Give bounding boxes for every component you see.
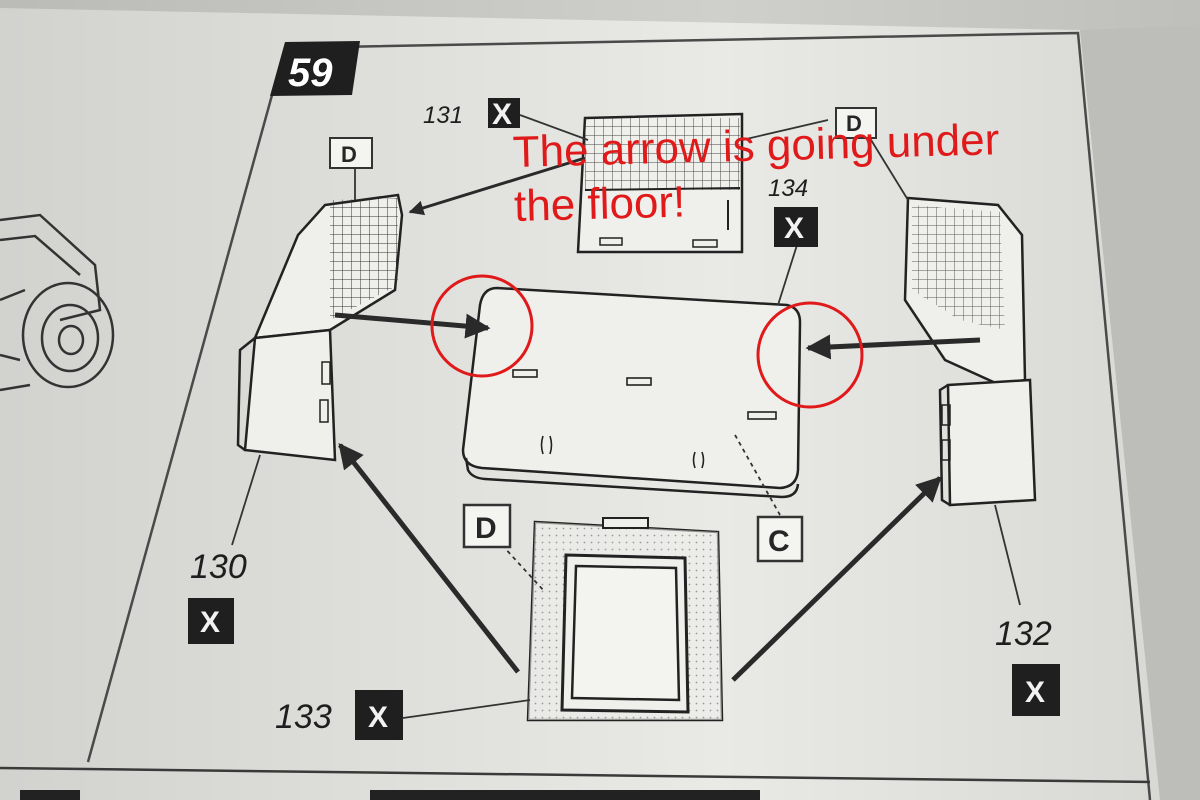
sprue-ref-floor: C	[756, 515, 804, 563]
svg-text:D: D	[341, 142, 357, 167]
back-wall-part	[576, 112, 744, 254]
svg-text:X: X	[1025, 676, 1045, 709]
arrow-door-to-left-wall	[338, 443, 520, 674]
svg-text:X: X	[200, 606, 220, 639]
svg-text:130: 130	[190, 548, 247, 586]
annotation-text: The arrow is going under the floor!	[512, 113, 1001, 234]
truck-fragment	[0, 213, 115, 392]
svg-text:X: X	[492, 98, 512, 131]
svg-text:C: C	[768, 525, 790, 558]
sprue-ref-left-wall: D	[329, 137, 373, 169]
right-wall-part	[903, 196, 1037, 507]
svg-text:D: D	[846, 111, 862, 136]
svg-text:X: X	[368, 701, 388, 734]
callout-part-134: 134 X	[768, 175, 818, 247]
callout-part-132: 132 X	[995, 615, 1060, 716]
assembly-arrows	[334, 156, 981, 682]
svg-text:D: D	[475, 512, 497, 545]
left-wall-part	[236, 193, 404, 462]
step-frame	[86, 31, 1152, 800]
svg-text:131: 131	[423, 102, 463, 129]
callout-part-131: 131 X	[423, 98, 520, 131]
leader-lines	[231, 114, 1021, 719]
annotation-circle-left	[430, 274, 534, 378]
svg-text:134: 134	[768, 175, 808, 202]
annotation-circles	[430, 274, 864, 409]
arrow-back-to-left	[408, 156, 586, 216]
sprue-ref-back-wall: D	[835, 107, 877, 139]
door-part	[526, 517, 724, 722]
step-number: 59	[288, 51, 333, 95]
callout-part-133: 133 X	[275, 690, 403, 740]
arrow-door-to-right-wall	[731, 476, 942, 682]
floor-part	[461, 286, 802, 499]
svg-text:132: 132	[995, 615, 1052, 653]
svg-text:133: 133	[275, 698, 332, 736]
step-number-block: 59	[270, 41, 360, 96]
arrow-left-wall-to-floor	[334, 312, 491, 339]
svg-text:X: X	[784, 212, 804, 245]
arrow-right-wall-to-floor	[805, 334, 981, 360]
callout-part-130: 130 X	[188, 548, 247, 644]
annotation-circle-right	[756, 301, 864, 409]
sprue-ref-door: D	[462, 503, 512, 549]
